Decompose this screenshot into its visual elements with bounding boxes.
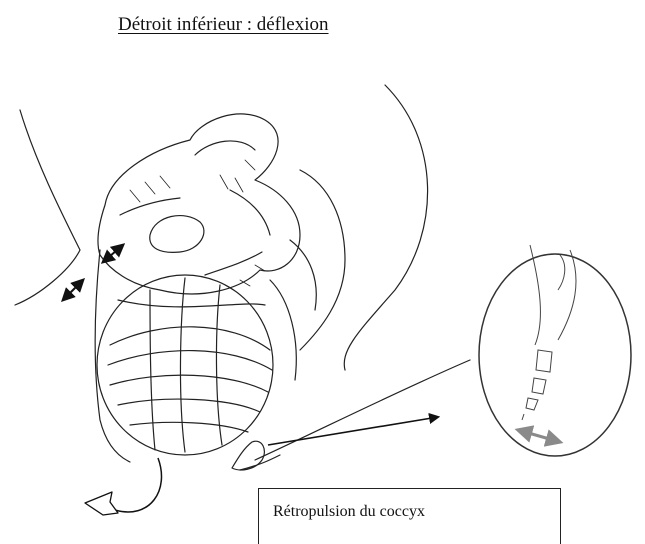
rotation-arrow-icon	[115, 458, 161, 512]
coccyx	[232, 441, 264, 470]
fetal-head	[97, 275, 273, 455]
pointer-arrow-icon	[268, 417, 438, 445]
perineum-contour	[255, 360, 470, 460]
obturator-foramen	[150, 216, 204, 253]
back-contour	[344, 85, 427, 370]
caption-text: Rétropulsion du coccyx	[273, 503, 425, 521]
pubic-bone	[98, 114, 300, 294]
double-arrow-icon	[63, 280, 83, 300]
abdomen-contour	[15, 110, 80, 305]
sacrum	[300, 170, 345, 350]
caption-box: Rétropulsion du coccyx	[258, 488, 561, 544]
inset-oval	[479, 254, 631, 456]
double-arrow-icon	[103, 245, 123, 262]
